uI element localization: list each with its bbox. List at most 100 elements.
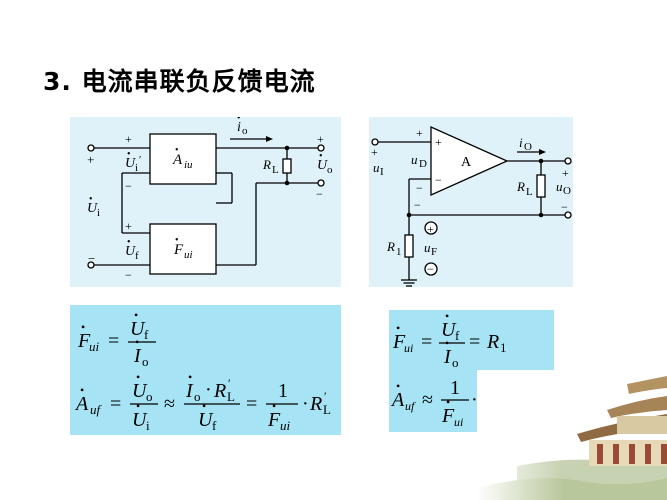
rl-sub: L (272, 164, 279, 176)
uo-label: U (317, 158, 328, 173)
amp-block-label: A (172, 152, 183, 168)
svg-text:•: • (127, 149, 131, 160)
io-sub: o (242, 125, 248, 137)
input-minus-label: − (88, 251, 95, 266)
rf2-den-sub: ui (454, 415, 463, 429)
svg-text:•: • (134, 308, 138, 322)
chinese-building-icon (477, 370, 667, 500)
f1-lhs-sub: ui (89, 339, 100, 354)
opamp-minus-pin: − (435, 173, 442, 187)
svg-text:•: • (202, 399, 206, 413)
ui-prime-sub: i (135, 162, 138, 174)
rf1-rhs: R (486, 331, 499, 353)
fb-node-minus-label: − (414, 198, 421, 212)
iO-sub: O (524, 141, 532, 153)
f2-den1-sub: i (146, 418, 150, 433)
f2-den3-sub: ui (280, 418, 291, 433)
rf2-one: 1 (450, 377, 460, 399)
svg-text:•: • (396, 321, 400, 335)
f2-lhs-sub: uf (90, 402, 103, 417)
svg-text:•: • (81, 320, 85, 334)
svg-text:•: • (80, 383, 84, 397)
opamp-label: A (461, 155, 472, 170)
f1-num: U (130, 318, 146, 340)
uf-label: U (125, 244, 136, 259)
circuit-diagram-block: + − U i • + U i ′ • − + U f • − A iu • F… (70, 113, 341, 287)
f2-rl: R (213, 380, 226, 402)
uI-sub: I (380, 166, 384, 178)
f2-dot2: · (302, 393, 309, 415)
svg-text:•: • (445, 336, 449, 350)
opamp-plus-pin: + (435, 135, 442, 149)
rf2-lhs: A (390, 389, 405, 411)
svg-text:•: • (272, 399, 276, 413)
svg-text:•: • (89, 194, 93, 205)
uf-sub: f (135, 250, 139, 262)
uO-label: u (556, 179, 563, 194)
opamp-circuit-svg: + u I + u D − + − A i O + R L u O − − R … (371, 125, 572, 287)
opamp-in-minus-label: − (416, 181, 423, 195)
out-plus-label: + (317, 132, 324, 146)
ui-prime-label: U (125, 156, 136, 171)
ui-label: U (87, 201, 98, 216)
amplifier-block (149, 133, 217, 185)
f2-rl2: R (309, 393, 322, 415)
rf1-eq: = (421, 331, 432, 353)
rf2-lhs-sub: uf (405, 399, 416, 413)
f2-approx: ≈ (164, 393, 175, 415)
rf1-lhs-sub: ui (404, 341, 413, 355)
f2-rl2-prime: ′ (324, 389, 327, 403)
bottom-minus-label: − (125, 268, 132, 282)
rf1-den: I (443, 346, 452, 368)
block-circuit-svg: + − U i • + U i ′ • − + U f • − A iu • F… (87, 113, 333, 282)
top-minus-label: − (125, 179, 132, 193)
rl-label: R (262, 157, 271, 172)
f2-den2: U (198, 409, 214, 431)
f2-dot: · (205, 379, 212, 401)
f2-rl-sub: L (227, 389, 235, 404)
uD-label: u (411, 152, 418, 167)
f2-num1-sub: o (146, 389, 153, 404)
rf1-den-sub: o (452, 355, 459, 370)
rf1-num-sub: f (455, 328, 460, 343)
uI-label: u (373, 160, 380, 175)
circuit-diagram-opamp: + u I + u D − + − A i O + R L u O − − R … (369, 117, 573, 287)
f1-den: I (133, 345, 142, 367)
formula-left-svg: F ui • = U f • I o • A uf • = U o • U i … (74, 308, 331, 433)
rf1-lhs: F (392, 331, 406, 353)
f1-num-sub: f (144, 327, 149, 342)
rf2-den: F (441, 405, 455, 427)
rf2-approx: ≈ (422, 389, 433, 411)
f2-lhs: A (74, 393, 89, 415)
f2-den2-sub: f (212, 418, 217, 433)
svg-text:•: • (445, 310, 449, 323)
rf1-eq2: = (469, 331, 480, 353)
uo-sub: o (327, 164, 333, 176)
rl-sub: L (526, 186, 533, 198)
svg-text:•: • (175, 145, 179, 156)
f2-eq: = (110, 393, 121, 415)
f2-num2-sub: o (194, 389, 201, 404)
io-label: i (237, 120, 241, 135)
ui-sub: i (97, 207, 100, 219)
svg-text:•: • (136, 370, 140, 384)
fb-block-label: F (173, 242, 184, 258)
uF-sub: F (431, 246, 437, 258)
svg-text:•: • (188, 370, 192, 384)
out-minus-label: − (561, 200, 568, 214)
f1-eq: = (108, 330, 119, 352)
amp-block-sub: iu (184, 159, 193, 171)
rl-label: R (516, 179, 525, 194)
out-plus-label: + (562, 166, 569, 180)
fb-block-sub: ui (184, 249, 193, 261)
rf1-rhs-sub: 1 (500, 340, 507, 355)
uF-label: u (424, 240, 431, 255)
feedback-block (149, 223, 217, 275)
bottom-plus-label: + (125, 219, 132, 233)
opamp-triangle (430, 125, 509, 197)
f1-lhs: F (77, 330, 91, 352)
r1-sub: 1 (396, 246, 402, 258)
svg-text:•: • (237, 117, 241, 124)
svg-text:•: • (396, 379, 400, 393)
uD-sub: D (419, 158, 427, 170)
